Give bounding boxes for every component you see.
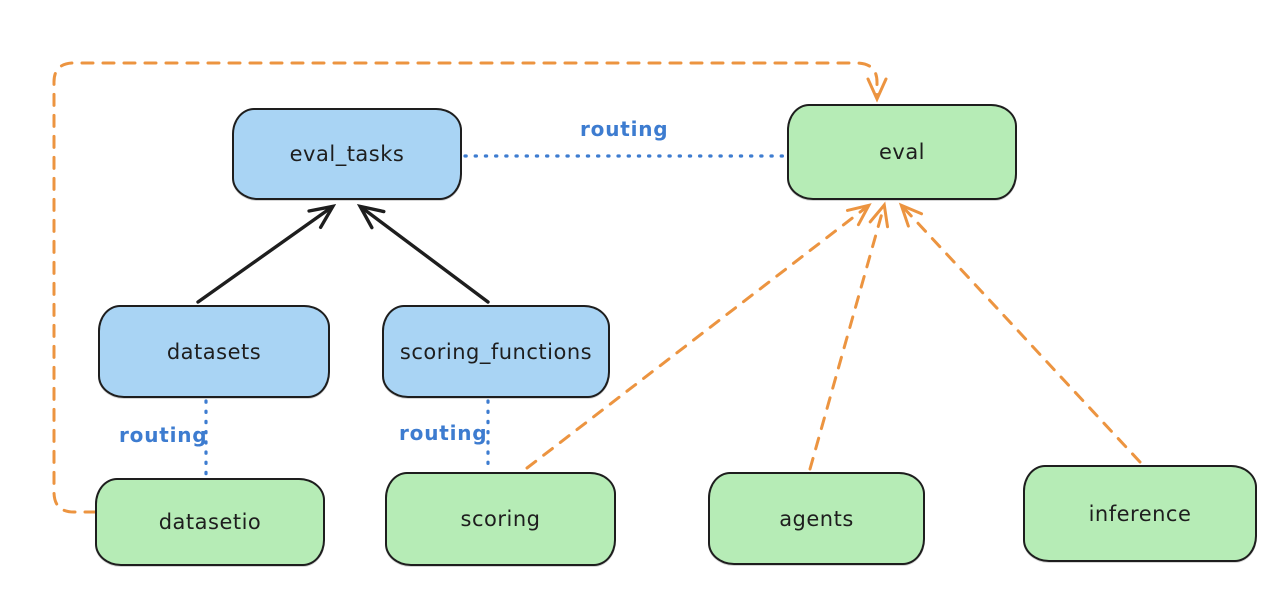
node-agents-label: agents	[779, 506, 854, 531]
node-agents: agents	[708, 472, 925, 565]
node-eval-label: eval	[878, 140, 926, 164]
node-scoring-functions-label: scoring_functions	[399, 339, 593, 364]
node-inference: inference	[1023, 465, 1257, 562]
node-scoring-functions: scoring_functions	[382, 305, 610, 398]
edge-datasets-to-eval-tasks	[196, 207, 332, 304]
routing-label-eval-tasks-eval: routing	[580, 117, 669, 141]
node-scoring-label: scoring	[460, 507, 541, 531]
routing-label-scoring-functions-scoring: routing	[399, 421, 488, 445]
node-datasets: datasets	[98, 305, 330, 398]
node-inference-label: inference	[1088, 501, 1192, 526]
edge-inference-to-eval	[898, 202, 1142, 464]
node-datasetio-label: datasetio	[158, 510, 262, 534]
node-eval-tasks-label: eval_tasks	[289, 142, 405, 166]
node-datasetio: datasetio	[95, 478, 325, 566]
edge-scoring-functions-to-eval-tasks	[361, 207, 490, 304]
node-datasets-label: datasets	[166, 339, 262, 364]
node-eval-tasks: eval_tasks	[232, 108, 462, 200]
edge-scoring-to-eval	[525, 203, 872, 470]
edge-agents-to-eval	[808, 201, 890, 471]
routing-label-datasets-datasetio: routing	[119, 423, 208, 447]
node-scoring: scoring	[385, 472, 616, 566]
node-eval: eval	[787, 104, 1017, 200]
